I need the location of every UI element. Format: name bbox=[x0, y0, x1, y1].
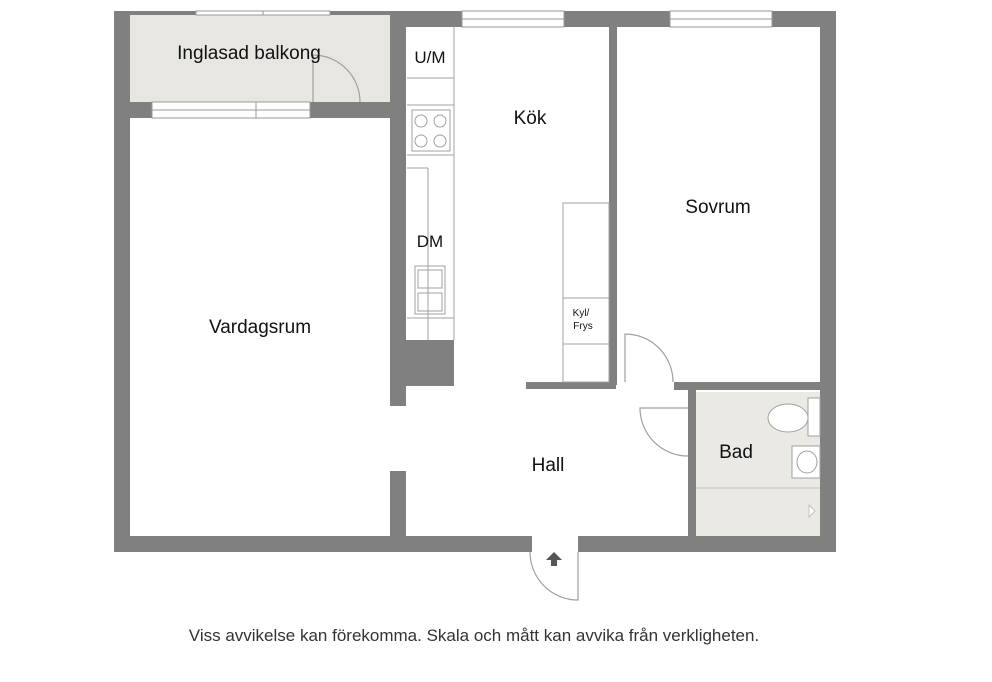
washbasin-icon bbox=[791, 445, 821, 479]
room-label-living-room: Vardagsrum bbox=[209, 317, 311, 338]
windows bbox=[151, 10, 773, 119]
kitchen-fixtures bbox=[407, 27, 610, 383]
room-label-bedroom: Sovrum bbox=[685, 197, 750, 218]
sink-icon bbox=[414, 265, 446, 315]
label-fridge-line1: Kyl/ bbox=[573, 308, 590, 319]
room-label-bathroom: Bad bbox=[719, 442, 753, 463]
arrow-up-icon bbox=[546, 552, 562, 566]
disclaimer-text: Viss avvikelse kan förekomma. Skala och … bbox=[188, 626, 760, 645]
label-dishwasher: DM bbox=[417, 232, 443, 251]
room-label-balcony: Inglasad balkong bbox=[177, 43, 321, 64]
toilet-icon bbox=[767, 397, 821, 437]
balcony-floor bbox=[130, 14, 390, 102]
label-fridge-line2: Frys bbox=[573, 321, 592, 332]
label-washer-dryer: U/M bbox=[414, 48, 445, 67]
room-label-hall: Hall bbox=[532, 455, 565, 476]
doors bbox=[312, 54, 689, 601]
stove-icon bbox=[411, 109, 451, 152]
walls bbox=[114, 11, 836, 552]
bathroom-vent bbox=[808, 503, 816, 519]
room-label-kitchen: Kök bbox=[514, 108, 547, 129]
